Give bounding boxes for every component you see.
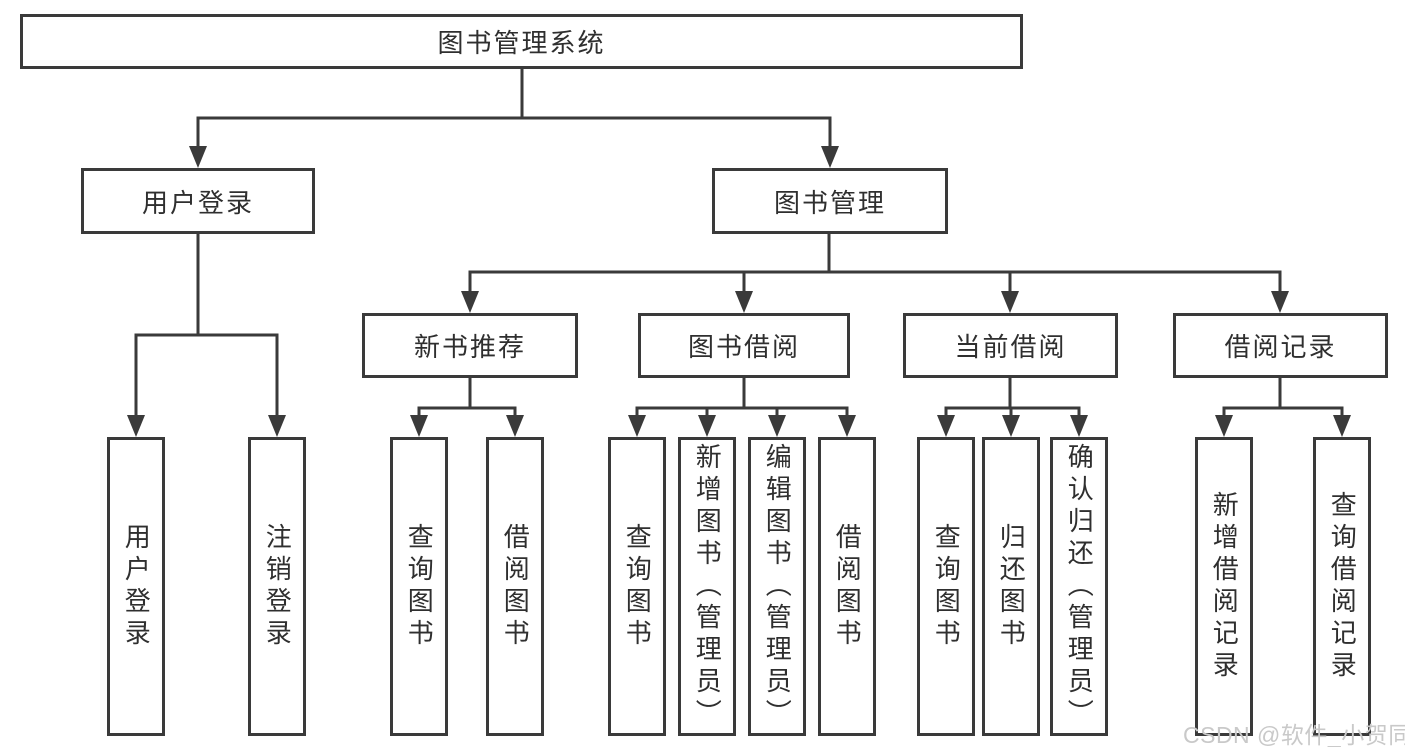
leaf-borrow-book-recommend-label: 借阅图书: [500, 522, 531, 651]
leaf-query-borrow-record: 查询借阅记录: [1313, 437, 1371, 736]
connector-book-management: [461, 234, 1289, 313]
leaf-query-book-current-label: 查询图书: [931, 522, 962, 651]
node-book-management: 图书管理: [712, 168, 948, 234]
leaf-query-book-recommend-label: 查询图书: [404, 522, 435, 651]
leaf-borrow-book-recommend: 借阅图书: [486, 437, 544, 736]
leaf-query-book-current: 查询图书: [917, 437, 975, 736]
leaf-borrow-book: 借阅图书: [818, 437, 876, 736]
leaf-edit-book-admin-label: 编辑图书（管理员）: [762, 442, 793, 731]
leaf-add-book-admin-label: 新增图书（管理员）: [692, 442, 723, 731]
node-new-book-recommend: 新书推荐: [362, 313, 578, 378]
connector-root: [189, 69, 839, 168]
connector-borrow-records: [1215, 378, 1351, 437]
node-book-management-label: 图书管理: [773, 187, 886, 218]
node-current-borrow-label: 当前借阅: [954, 332, 1067, 362]
leaf-add-book-admin: 新增图书（管理员）: [678, 437, 736, 736]
leaf-logout-label: 注销登录: [262, 522, 293, 651]
node-book-borrow: 图书借阅: [638, 313, 850, 378]
connector-user-login: [127, 234, 286, 437]
leaf-confirm-return-admin: 确认归还（管理员）: [1050, 437, 1108, 736]
leaf-user-login-label: 用户登录: [121, 522, 152, 651]
leaf-add-borrow-record: 新增借阅记录: [1195, 437, 1253, 736]
leaf-query-book-recommend: 查询图书: [390, 437, 448, 736]
node-user-login: 用户登录: [81, 168, 315, 234]
connector-current-borrow: [937, 378, 1088, 437]
leaf-query-borrow-record-label: 查询借阅记录: [1327, 490, 1358, 683]
leaf-borrow-book-label: 借阅图书: [832, 522, 863, 651]
leaf-return-book: 归还图书: [982, 437, 1040, 736]
node-user-login-label: 用户登录: [141, 187, 254, 218]
node-book-borrow-label: 图书借阅: [687, 332, 800, 362]
connector-book-borrow: [628, 378, 856, 437]
node-root: 图书管理系统: [20, 14, 1023, 69]
leaf-confirm-return-admin-label: 确认归还（管理员）: [1064, 442, 1095, 731]
connector-new-book-recommend: [410, 378, 524, 437]
leaf-query-book-borrow-label: 查询图书: [622, 522, 653, 651]
leaf-edit-book-admin: 编辑图书（管理员）: [748, 437, 806, 736]
node-borrow-records-label: 借阅记录: [1224, 332, 1337, 362]
leaf-user-login: 用户登录: [107, 437, 165, 736]
node-root-label: 图书管理系统: [437, 28, 606, 58]
leaf-query-book-borrow: 查询图书: [608, 437, 666, 736]
leaf-add-borrow-record-label: 新增借阅记录: [1209, 490, 1240, 683]
node-new-book-recommend-label: 新书推荐: [413, 332, 526, 362]
node-borrow-records: 借阅记录: [1173, 313, 1388, 378]
csdn-watermark: CSDN @软件_小贺同学: [1183, 722, 1405, 747]
leaf-logout: 注销登录: [248, 437, 306, 736]
node-current-borrow: 当前借阅: [903, 313, 1118, 378]
leaf-return-book-label: 归还图书: [996, 522, 1027, 651]
